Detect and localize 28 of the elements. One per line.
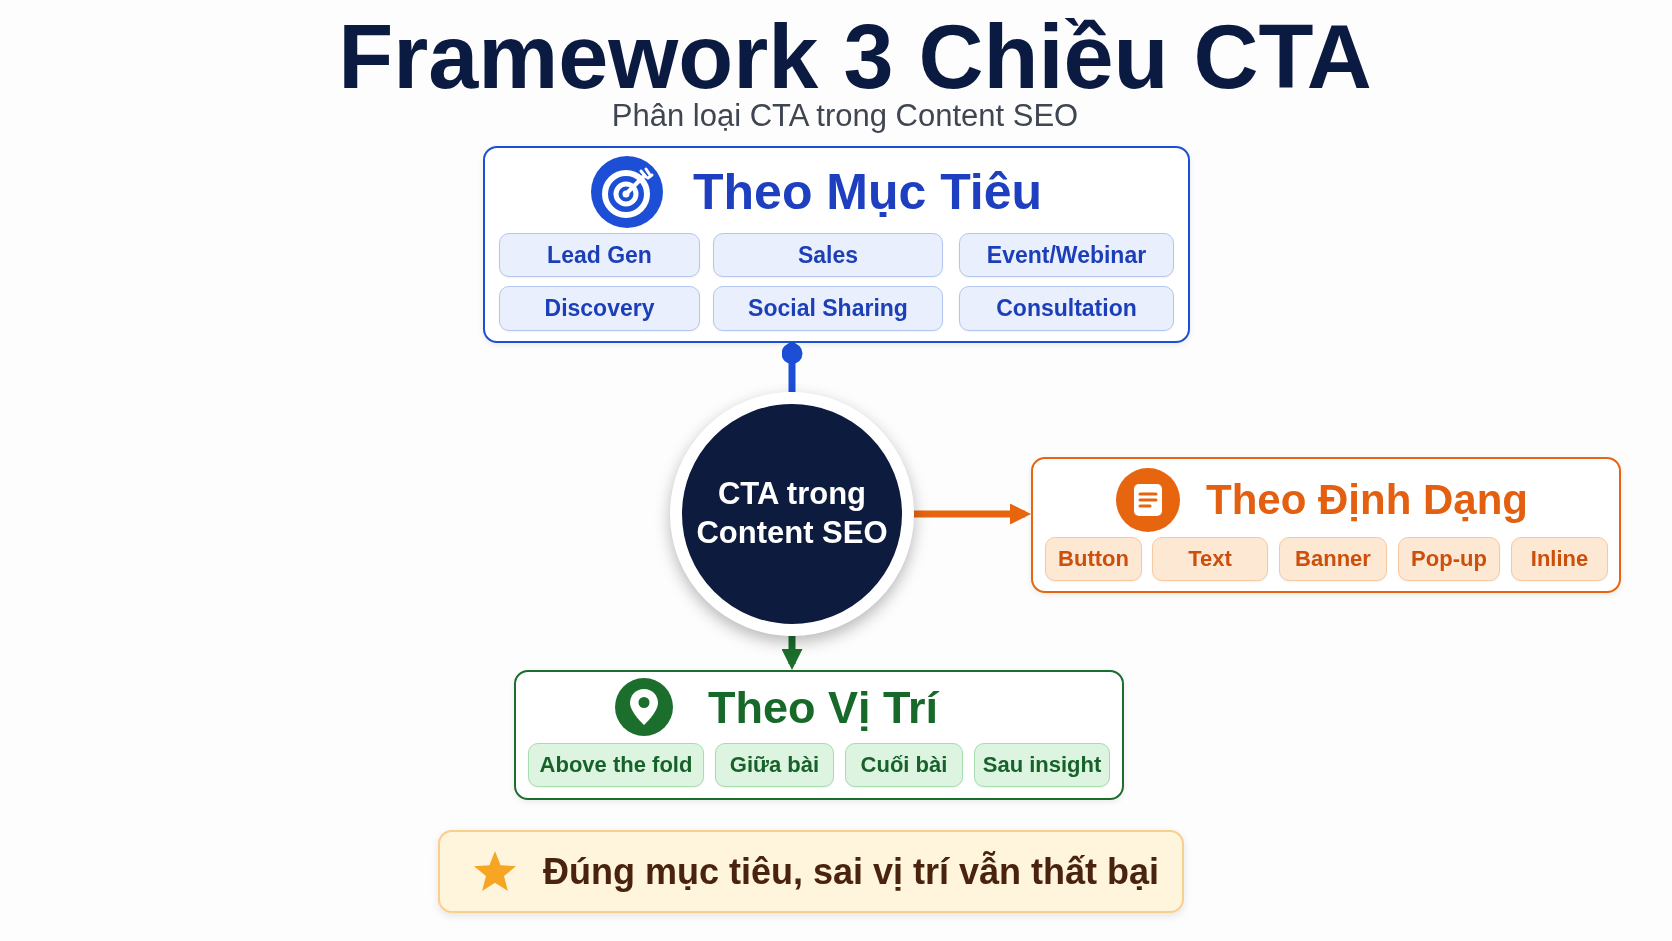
category-tag: Consultation: [959, 286, 1174, 331]
category-tag: Lead Gen: [499, 233, 700, 277]
callout-banner: [438, 830, 1184, 913]
category-tag: Sales: [713, 233, 943, 277]
category-tag: Text: [1152, 537, 1268, 581]
category-tag: Cuối bài: [845, 743, 963, 787]
category-tag: Event/Webinar: [959, 233, 1174, 277]
category-panel: [1031, 457, 1621, 593]
category-tag: Above the fold: [528, 743, 704, 787]
panel-heading: Theo Định Dạng: [1206, 479, 1528, 521]
panel-heading: Theo Vị Trí: [708, 684, 939, 730]
arrow: [914, 503, 1031, 525]
category-tag: Pop-up: [1398, 537, 1500, 581]
category-tag: Discovery: [499, 286, 700, 331]
category-panel: [514, 670, 1124, 800]
arrow: [781, 636, 803, 670]
subtitle: Phân loại CTA trong Content SEO: [610, 100, 1080, 131]
category-tag: Inline: [1511, 537, 1608, 581]
callout-text: Đúng mục tiêu, sai vị trí vẫn thất bại: [543, 853, 1160, 890]
category-tag: Giữa bài: [715, 743, 834, 787]
category-tag: Banner: [1279, 537, 1387, 581]
category-tag: Social Sharing: [713, 286, 943, 331]
diagram-title: Framework 3 Chiều CTA: [337, 12, 1373, 102]
category-tag: Sau insight: [974, 743, 1110, 787]
panel-heading: Theo Mục Tiêu: [693, 167, 1043, 217]
category-tag: Button: [1045, 537, 1142, 581]
connector-line: [781, 343, 803, 392]
category-panel: [483, 146, 1190, 343]
